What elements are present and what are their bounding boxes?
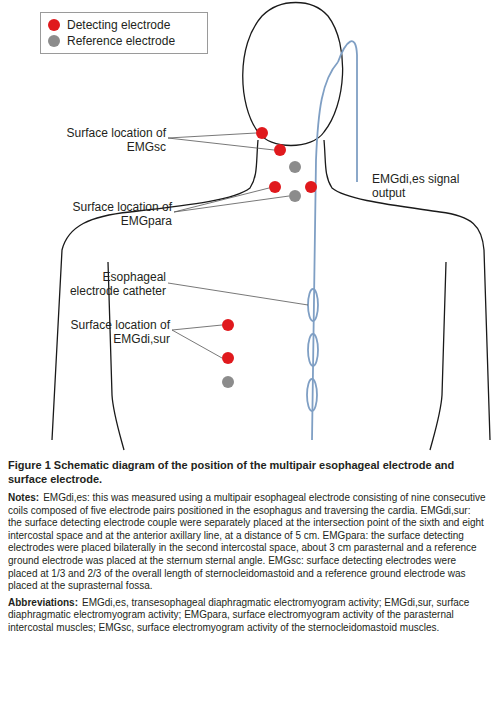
- body-illustration: [0, 0, 494, 455]
- detecting-electrode: [256, 127, 268, 139]
- reference-electrode: [289, 161, 301, 173]
- leader-lines: [168, 133, 308, 358]
- head-outline: [243, 3, 343, 146]
- leader-line: [172, 330, 222, 358]
- notes-heading: Notes:: [8, 492, 39, 503]
- electrodes: [222, 127, 317, 388]
- electrode-coil: [308, 334, 318, 366]
- legend-row: Detecting electrode: [47, 17, 201, 33]
- leader-line: [168, 133, 256, 138]
- callout-label: Esophageal electrode catheter: [50, 270, 166, 298]
- electrode-coil: [308, 289, 318, 321]
- callout-label: Surface location of EMGdi,sur: [36, 318, 170, 346]
- legend-swatch: [48, 19, 60, 31]
- right-shoulder-arm: [324, 140, 490, 440]
- legend-swatch-icon: [47, 18, 61, 32]
- detecting-electrode: [274, 144, 286, 156]
- figure-caption: Figure 1 Schematic diagram of the positi…: [8, 458, 486, 486]
- legend-box: Detecting electrodeReference electrode: [40, 12, 208, 54]
- reference-electrode: [222, 376, 234, 388]
- notes-text: EMGdi,es: this was measured using a mult…: [8, 492, 486, 591]
- caption-block: Figure 1 Schematic diagram of the positi…: [8, 458, 486, 639]
- catheter: [307, 41, 357, 440]
- right-torso-line: [430, 262, 446, 450]
- leader-line: [174, 188, 269, 212]
- callout-label: Surface location of EMGsc: [36, 126, 166, 154]
- abbreviations-paragraph: Abbreviations:EMGdi,es, transesophageal …: [8, 597, 486, 635]
- legend-text: Reference electrode: [67, 33, 175, 49]
- detecting-electrode: [305, 181, 317, 193]
- callout-label: EMGdi,es signal output: [372, 172, 472, 200]
- detecting-electrode: [222, 352, 234, 364]
- legend-swatch: [48, 35, 60, 47]
- legend-text: Detecting electrode: [67, 17, 170, 33]
- body-outline: [52, 3, 490, 451]
- leader-line: [168, 138, 274, 150]
- electrode-coil: [307, 379, 317, 411]
- legend-row: Reference electrode: [47, 33, 201, 49]
- abbreviations-heading: Abbreviations:: [8, 597, 78, 608]
- signal-output-wire: [338, 41, 357, 182]
- legend-swatch-icon: [47, 34, 61, 48]
- notes-paragraph: Notes:EMGdi,es: this was measured using …: [8, 492, 486, 593]
- leader-line: [168, 283, 308, 305]
- leader-line: [172, 325, 222, 330]
- reference-electrode: [289, 190, 301, 202]
- callout-label: Surface location of EMGpara: [24, 200, 172, 228]
- detecting-electrode: [222, 319, 234, 331]
- leader-line: [174, 196, 289, 212]
- detecting-electrode: [269, 181, 281, 193]
